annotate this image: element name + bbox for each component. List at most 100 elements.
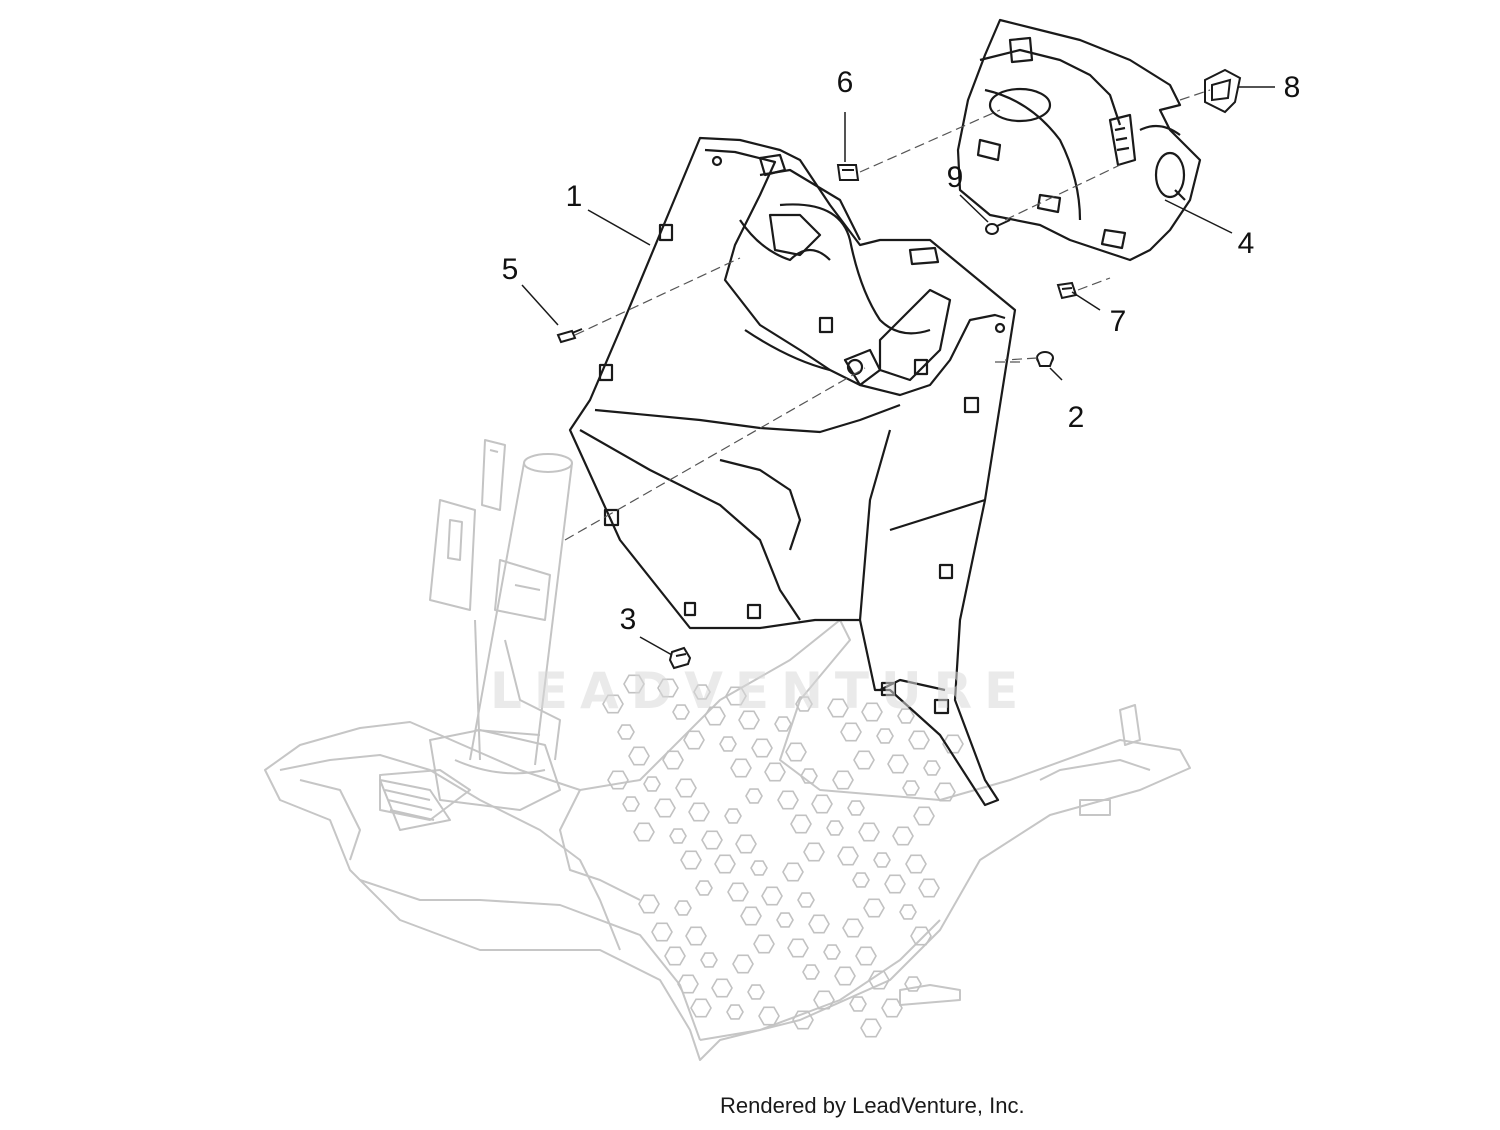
hex-grip-cell (730, 758, 752, 778)
hex-grip-cell (855, 946, 877, 966)
hex-grip-cell (813, 990, 835, 1010)
hex-grip-cell (840, 722, 862, 742)
hex-grip-cell (811, 794, 833, 814)
hex-grip-cell (745, 788, 763, 804)
callout-2: 2 (1067, 401, 1085, 434)
part-9-screw (985, 219, 1011, 235)
hex-grip-cell (837, 846, 859, 866)
hex-grip-cell (782, 862, 804, 882)
hex-grip-cell (868, 970, 890, 990)
hex-grip-cell (740, 906, 762, 926)
callout-3: 3 (619, 603, 637, 636)
part-2-plastic-rivet (1036, 351, 1054, 367)
hex-grip-cell (643, 776, 661, 792)
hex-grip-cell (863, 898, 885, 918)
hex-grip-cell (899, 904, 917, 920)
hex-grip-cell (774, 716, 792, 732)
hex-grip-cell (823, 944, 841, 960)
hex-grip-cell (758, 1006, 780, 1026)
hex-grip-cell (847, 800, 865, 816)
hex-grip-cell (727, 882, 749, 902)
hex-grip-cell (751, 738, 773, 758)
floor-hex-grip-pattern (602, 674, 964, 1038)
hex-grip-cell (827, 698, 849, 718)
hex-grip-cell (695, 880, 713, 896)
hex-grip-cell (672, 704, 690, 720)
hex-grip-cell (887, 754, 909, 774)
hex-grip-cell (852, 872, 870, 888)
callout-8: 8 (1283, 71, 1301, 104)
steering-column-frame (379, 439, 573, 831)
part-3-clip (668, 646, 692, 670)
hex-grip-cell (832, 770, 854, 790)
hex-grip-cell (735, 834, 757, 854)
hex-grip-cell (884, 874, 906, 894)
hex-grip-cell (858, 822, 880, 842)
hex-grip-cell (795, 696, 813, 712)
hex-grip-cell (910, 926, 932, 946)
part-8-bracket (1204, 68, 1242, 114)
hex-grip-cell (711, 978, 733, 998)
hex-grip-cell (657, 678, 679, 698)
callout-4: 4 (1237, 227, 1255, 260)
hex-grip-cell (633, 822, 655, 842)
hex-grip-cell (693, 684, 711, 700)
hex-grip-cell (905, 854, 927, 874)
hex-grip-cell (849, 996, 867, 1012)
hex-grip-cell (861, 702, 883, 722)
hex-grip-cell (651, 922, 673, 942)
hex-grip-cell (853, 750, 875, 770)
hex-grip-cell (834, 966, 856, 986)
hex-grip-cell (803, 842, 825, 862)
hex-grip-cell (873, 852, 891, 868)
hex-grip-cell (680, 850, 702, 870)
callout-5: 5 (501, 253, 519, 286)
render-credit: Rendered by LeadVenture, Inc. (720, 1093, 1025, 1118)
hex-grip-cell (808, 914, 830, 934)
hex-grip-cell (860, 1018, 882, 1038)
hex-grip-cell (724, 808, 742, 824)
hex-grip-cell (674, 900, 692, 916)
hex-grip-cell (904, 976, 922, 992)
hex-grip-cell (628, 746, 650, 766)
hex-grip-cell (683, 730, 705, 750)
footboard-floor-panel (264, 619, 1191, 1061)
hex-grip-cell (797, 892, 815, 908)
hex-grip-cell (790, 814, 812, 834)
callout-1: 1 (565, 180, 583, 213)
hex-grip-cell (842, 918, 864, 938)
hex-grip-cell (787, 938, 809, 958)
hex-grip-cell (777, 790, 799, 810)
hex-grip-cell (725, 686, 747, 706)
part-7-clip-nut (1056, 281, 1078, 300)
hex-grip-cell (726, 1004, 744, 1020)
hex-grip-cell (690, 998, 712, 1018)
hex-grip-cell (902, 780, 920, 796)
hex-grip-cell (881, 998, 903, 1018)
hex-grip-cell (892, 826, 914, 846)
hex-grip-cell (776, 912, 794, 928)
callout-7: 7 (1109, 305, 1127, 338)
part-1-leg-shield-panel (568, 136, 1017, 807)
callout-6: 6 (836, 66, 854, 99)
hex-grip-cell (738, 710, 760, 730)
hex-grip-cell (714, 854, 736, 874)
hex-grip-cell (785, 742, 807, 762)
hex-grip-cell (764, 762, 786, 782)
hex-grip-cell (876, 728, 894, 744)
hex-grip-cell (792, 1010, 814, 1030)
hex-grip-cell (622, 796, 640, 812)
hex-grip-cell (913, 806, 935, 826)
hex-grip-cell (908, 730, 930, 750)
hex-grip-cell (923, 760, 941, 776)
hex-grip-cell (617, 724, 635, 740)
callout-9: 9 (946, 161, 964, 194)
hex-grip-cell (602, 694, 624, 714)
hex-grip-cell (750, 860, 768, 876)
leadventure-watermark: LEADVENTURE (490, 662, 1031, 720)
hex-grip-cell (800, 768, 818, 784)
hex-grip-cell (638, 894, 660, 914)
hex-grip-cell (654, 798, 676, 818)
hex-grip-cell (802, 964, 820, 980)
